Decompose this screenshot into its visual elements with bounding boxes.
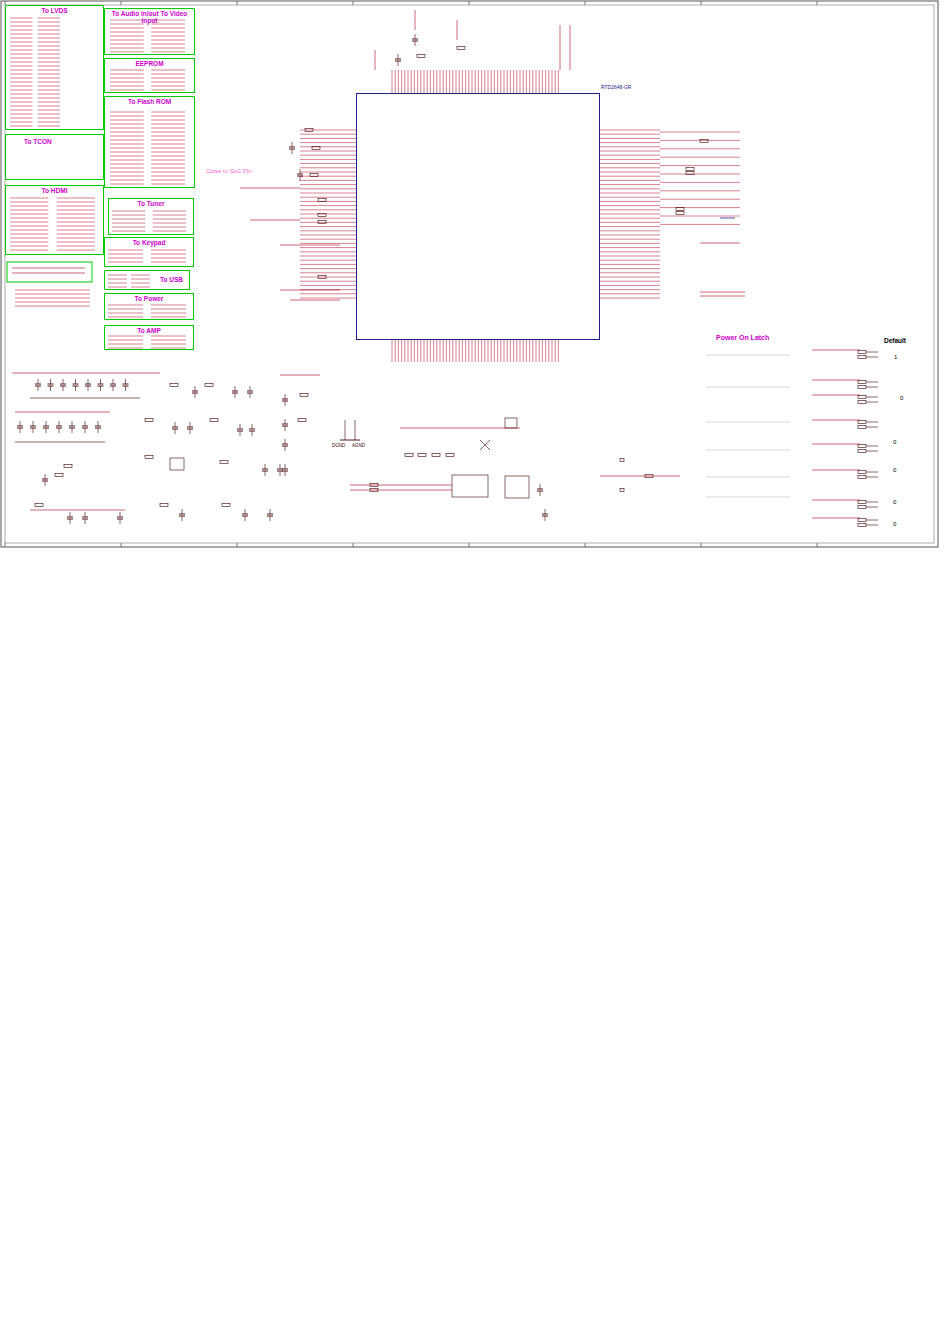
wiring	[1, 1, 938, 547]
connector-group-box: To AMP	[104, 325, 194, 350]
connector-group-box: To Flash ROM	[104, 96, 195, 188]
block-title: To HDMI	[6, 186, 103, 195]
ground-net: AGND	[352, 444, 365, 449]
default-value: 0	[893, 521, 896, 528]
connector-group-box: To LVDS	[5, 5, 104, 130]
ground-net: DGND	[332, 444, 345, 449]
block-title: To TCON	[6, 135, 103, 145]
block-title: To Audio in/out To Video input	[105, 9, 194, 25]
connector-group-box: To Audio in/out To Video input	[104, 8, 195, 55]
block-title: EEPROM	[105, 59, 194, 68]
column-header: Default	[884, 337, 906, 344]
block-title: To LVDS	[6, 6, 103, 15]
default-value: 1	[894, 354, 897, 361]
connector-group-box: To Tuner	[108, 198, 194, 235]
default-value: 0	[893, 439, 896, 446]
block-title: To USB	[160, 276, 183, 283]
block-title: To Flash ROM	[105, 97, 194, 106]
connector-group-box: To Power	[104, 293, 194, 320]
ic-chip: RTD2648-GR	[356, 93, 600, 340]
part-number: RTD2648-GR	[601, 85, 631, 91]
block-title: To Keypad	[105, 238, 193, 247]
block-title: To Power	[105, 294, 193, 303]
connector-group-box: To Keypad	[104, 237, 194, 267]
default-value: 0	[893, 467, 896, 474]
default-value: 0	[900, 395, 903, 402]
block-title: To Tuner	[109, 199, 193, 208]
connector-group-box: To USB	[104, 270, 190, 290]
section-title: Power On Latch	[716, 334, 769, 342]
connector-group-box: EEPROM	[104, 58, 195, 93]
connector-group-box: To TCON	[5, 134, 104, 180]
note: Close to SoC Pin	[206, 168, 252, 175]
default-value: 0	[893, 499, 896, 506]
block-title: To AMP	[105, 326, 193, 335]
connector-group-box: To HDMI	[5, 185, 104, 255]
